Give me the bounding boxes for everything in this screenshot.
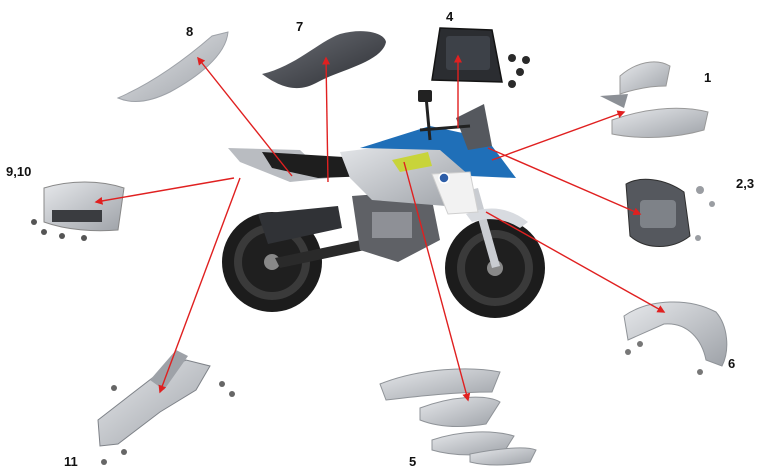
part-8-tail-cowl: [116, 31, 229, 102]
callout-2-3: 2,3: [736, 176, 754, 191]
part-6-front-fender: [623, 301, 728, 375]
arrow-2-3: [487, 147, 642, 216]
gs-decal: [392, 152, 432, 172]
arrow-7: [322, 56, 331, 183]
callout-6: 6: [728, 356, 735, 371]
leader-arrows: [94, 54, 666, 402]
part-4-instrument-cluster: [431, 27, 530, 88]
part-7-seat: [262, 31, 386, 89]
callout-8: 8: [186, 24, 193, 39]
arrow-11: [158, 177, 241, 394]
part-5-side-panels: [379, 368, 537, 466]
exhaust: [258, 206, 342, 244]
part-11-rear-subframe: [97, 350, 235, 465]
swingarm: [275, 236, 384, 268]
arrow-1: [491, 110, 626, 161]
part-2-3-headlight: [625, 178, 715, 247]
front-wheel: [445, 218, 545, 318]
part-1-front-fairing: [600, 61, 709, 138]
callout-11: 11: [64, 454, 78, 469]
callout-4: 4: [446, 9, 454, 24]
callout-9-10: 9,10: [6, 164, 31, 179]
callout-5: 5: [409, 454, 416, 469]
windscreen: [456, 104, 492, 150]
motorcycle-illustration: [222, 90, 545, 318]
callout-7: 7: [296, 19, 303, 34]
arrow-8: [197, 56, 293, 177]
callout-1: 1: [704, 70, 711, 85]
arrow-9-10: [94, 177, 235, 205]
tank-side-panel: [340, 140, 470, 206]
part-9-10-tail-light: [31, 181, 125, 241]
arrow-6: [485, 211, 666, 313]
callout-labels: 8 7 4 1 2,3 9,10 6 5 11: [6, 9, 754, 469]
arrow-5: [403, 161, 471, 402]
